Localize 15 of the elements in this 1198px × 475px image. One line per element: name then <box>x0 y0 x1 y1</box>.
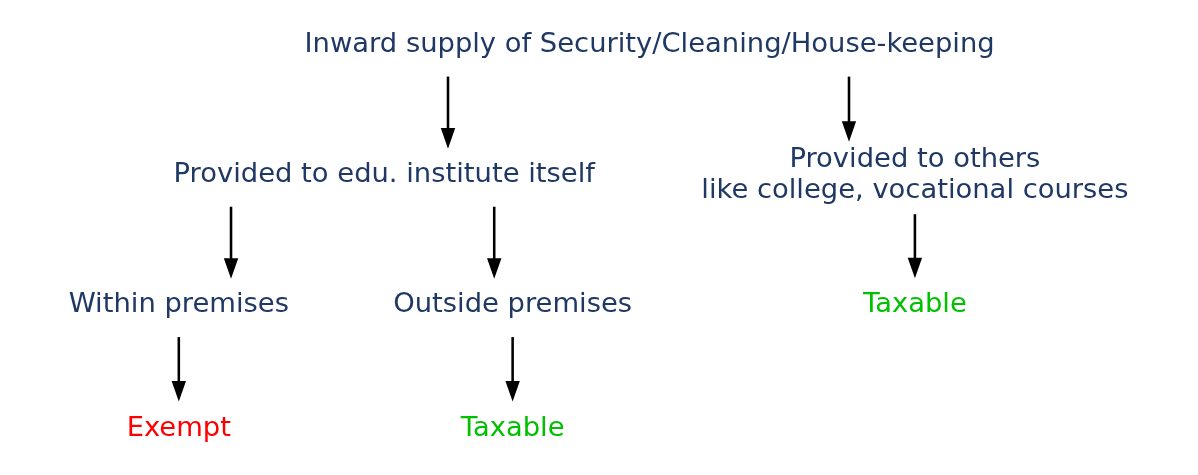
node-text: Within premises <box>68 287 289 319</box>
node-text: Inward supply of Security/Cleaning/House-keeping <box>303 27 995 59</box>
arrow <box>841 76 856 142</box>
arrow <box>440 76 455 149</box>
node-text: Taxable <box>862 287 967 319</box>
node-text: Exempt <box>126 410 231 442</box>
node-text: Outside premises <box>392 287 632 319</box>
arrow <box>907 214 922 279</box>
node-text: Provided to others like college, vocational courses <box>700 141 1128 204</box>
node-text: Taxable <box>460 410 565 442</box>
arrow <box>171 337 186 402</box>
node-text: Provided to edu. institute itself <box>173 157 595 189</box>
arrow <box>504 337 520 402</box>
arrow <box>486 206 501 279</box>
arrow <box>223 206 238 279</box>
